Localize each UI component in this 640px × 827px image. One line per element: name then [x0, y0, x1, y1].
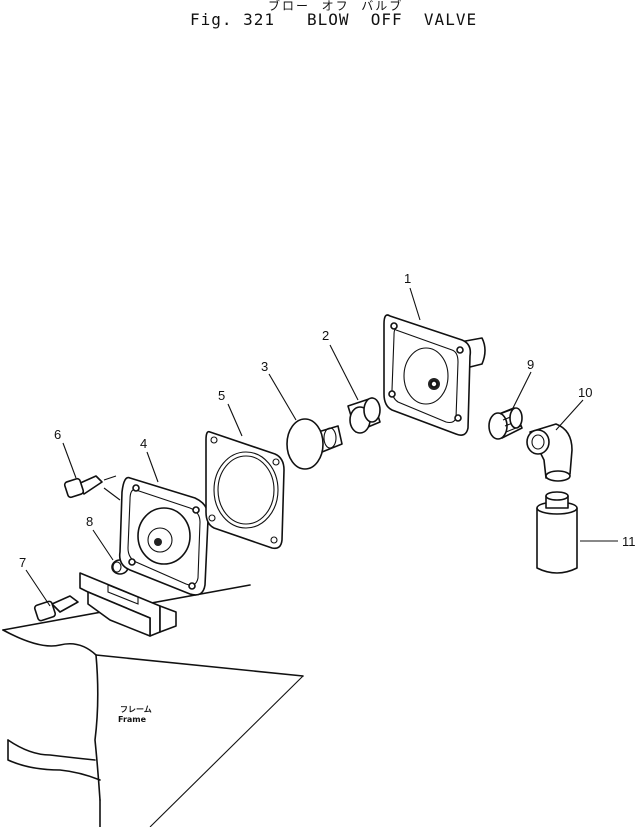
frame-label-jp: フレーム	[120, 705, 152, 714]
callout-part-11: 11	[622, 534, 636, 549]
callout-part-6: 6	[54, 427, 61, 442]
part-2-sleeve	[347, 397, 381, 434]
part-3-valve-disc	[286, 418, 343, 470]
frame-label-en: Frame	[118, 715, 147, 724]
callout-part-8: 8	[86, 514, 93, 529]
callout-part-3: 3	[261, 359, 268, 374]
mounting-bracket	[79, 572, 177, 637]
callout-part-4-gasket: 5	[218, 388, 225, 403]
part-11-silencer	[536, 491, 578, 574]
callout-part-9: 9	[527, 357, 534, 372]
part-9-nipple	[488, 407, 523, 440]
callout-part-2: 2	[322, 328, 329, 343]
part-10-elbow	[526, 423, 573, 482]
callout-part-4: 4	[140, 436, 147, 451]
callout-part-7: 7	[19, 555, 26, 570]
figure-title-japanese: ブロー オフ バルブ	[268, 0, 404, 13]
part-4-cover	[118, 476, 210, 596]
part-6-bolt	[63, 475, 121, 501]
callout-part-10: 10	[578, 385, 592, 400]
leader-lines	[25, 287, 618, 607]
part-1-valve-body	[383, 314, 486, 436]
callout-numbers: 1 2 3 5 4 6 7 8 9 10 11	[19, 271, 636, 570]
callout-part-1: 1	[404, 271, 411, 286]
part-5-gasket	[205, 430, 285, 550]
part-7-bolt	[33, 595, 79, 622]
